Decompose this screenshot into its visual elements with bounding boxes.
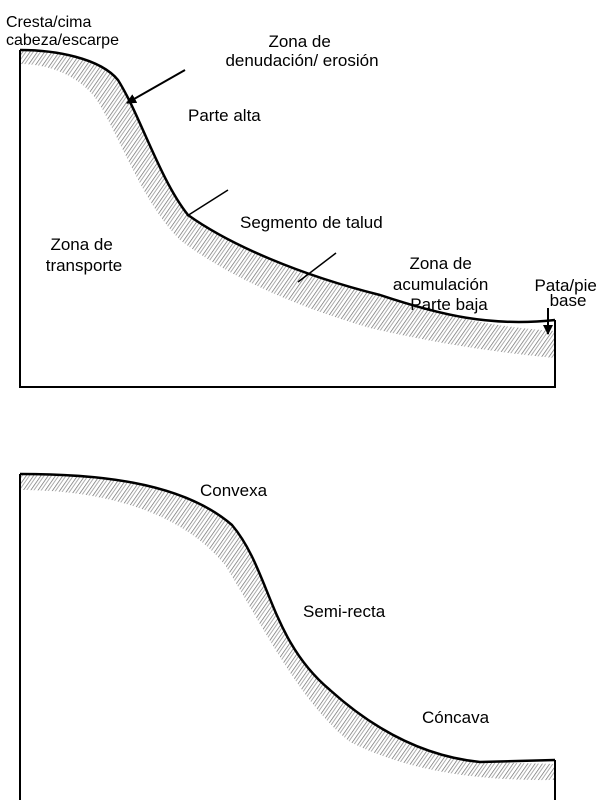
slope-forms-panel: Convexa Semi-recta Cóncava <box>19 472 556 800</box>
bottom-panel-frame <box>19 474 556 800</box>
label-acumulacion-line3: Parte baja <box>410 295 488 314</box>
label-transporte-line1: Zona de <box>50 235 112 254</box>
label-concava: Cóncava <box>422 708 490 727</box>
label-zona-transporte: Zona de transporte <box>46 235 123 275</box>
talud-lower-leader <box>297 252 337 283</box>
label-pata: Pata/pie base <box>534 276 601 310</box>
top-slope-hatched-band <box>20 50 555 358</box>
label-denudacion-line1: Zona de <box>268 32 330 51</box>
bottom-slope-surface-line <box>19 472 556 764</box>
label-zona-denudacion: Zona de denudación/ erosión <box>225 32 378 70</box>
label-cresta: Cresta/cima cabeza/escarpe <box>6 14 119 49</box>
label-segmento-talud: Segmento de talud <box>240 213 383 232</box>
top-panel-frame <box>19 50 556 388</box>
label-acumulacion-line1: Zona de <box>409 254 471 273</box>
bottom-slope-hatched-band <box>20 474 555 781</box>
label-convexa: Convexa <box>200 481 268 500</box>
profile-parts-panel: Cresta/cima cabeza/escarpe Zona de denud… <box>6 14 601 388</box>
label-pata-line1: Pata/pie <box>534 276 596 295</box>
label-zona-acumulacion: Zona de acumulación Parte baja <box>393 254 493 314</box>
label-acumulacion-line2: acumulación <box>393 275 488 294</box>
label-parte-alta: Parte alta <box>188 106 261 125</box>
talud-upper-leader <box>186 189 229 217</box>
top-slope-surface-line <box>19 48 556 324</box>
label-cresta-line2: cabeza/escarpe <box>6 32 119 49</box>
label-semi-recta: Semi-recta <box>303 602 386 621</box>
label-pata-line2: base <box>550 291 587 310</box>
label-cresta-line1: Cresta/cima <box>6 14 91 31</box>
label-denudacion-line2: denudación/ erosión <box>225 51 378 70</box>
label-transporte-line2: transporte <box>46 256 123 275</box>
denudation-arrow <box>126 69 186 104</box>
